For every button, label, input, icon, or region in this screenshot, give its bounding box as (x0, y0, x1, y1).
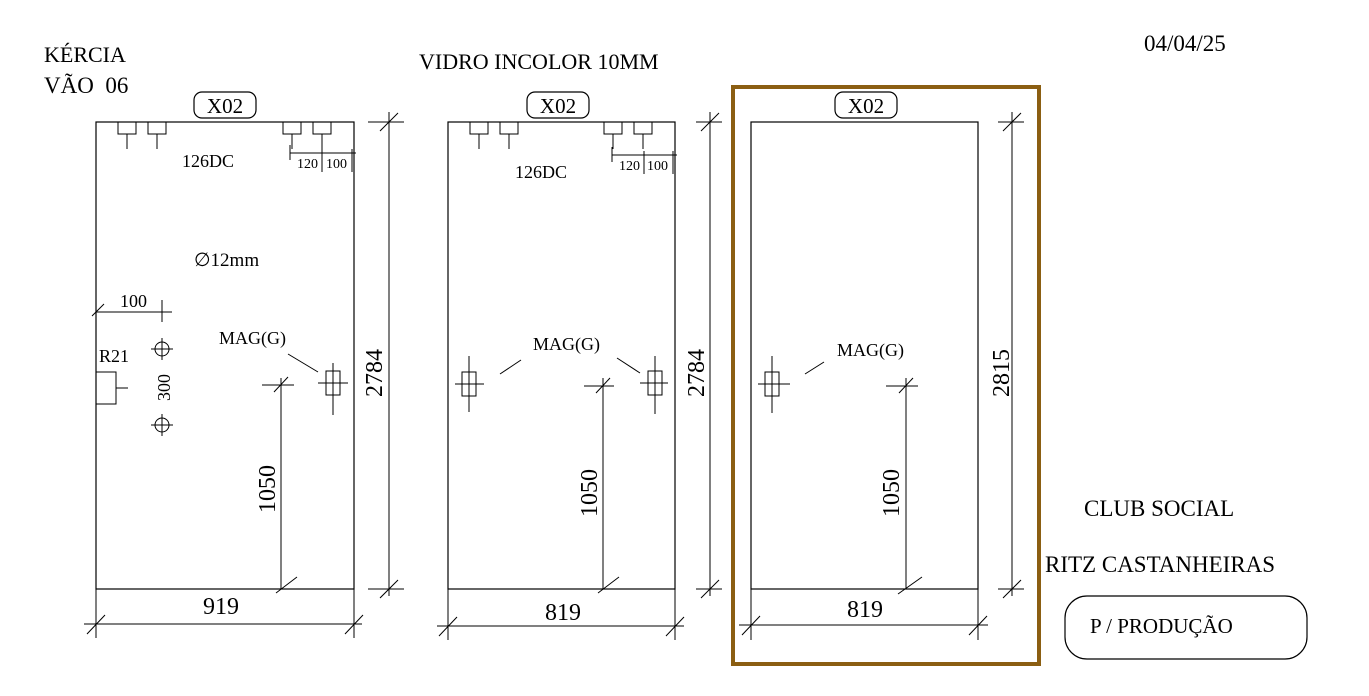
width-dimension (739, 589, 988, 640)
panel-width: 819 (847, 597, 883, 623)
lock-symbol-left (455, 356, 484, 412)
highlight-frame (731, 85, 1041, 666)
dim-b: 100 (647, 159, 668, 174)
height-dimension (368, 112, 404, 599)
hinge-cutouts (117, 122, 332, 149)
small-dimension-lines (611, 147, 677, 174)
stamp-box (1064, 595, 1308, 660)
glass-outline (95, 121, 355, 590)
handle-height: 1050 (577, 469, 603, 517)
opening-label: VÃO 06 (44, 73, 128, 98)
height-dimension (696, 112, 722, 599)
hole-diameter: ∅12mm (194, 250, 259, 271)
code-tag (526, 91, 590, 119)
handle-height-dimension (886, 377, 923, 595)
panel-height: 2784 (684, 349, 710, 397)
client-name: KÉRCIA (44, 42, 126, 67)
panel-code: X02 (540, 94, 576, 118)
width-dimension (437, 589, 685, 640)
date-label: 04/04/25 (1144, 31, 1226, 56)
hole-offset: 100 (120, 291, 147, 311)
panel-width: 919 (203, 594, 239, 620)
dim-a: 120 (619, 159, 640, 174)
radius-label: R21 (99, 346, 129, 366)
hinge-cutouts (469, 122, 653, 149)
panel-code: X02 (207, 94, 243, 118)
small-dimension-lines (289, 145, 356, 172)
panel-height: 2784 (362, 349, 388, 397)
hole-spacing: 300 (154, 374, 174, 401)
lock-leader-left (499, 359, 522, 375)
lock-symbol (318, 363, 348, 415)
lock-label: MAG(G) (219, 328, 286, 349)
lock-symbol-right (640, 356, 668, 414)
project-line-1: CLUB SOCIAL (1084, 496, 1234, 521)
panel-width: 819 (545, 600, 581, 626)
lock-label: MAG(G) (533, 334, 600, 355)
panel-2: X02 126DC 120 100 MAG(G) (437, 91, 722, 640)
handle-height: 1050 (255, 465, 281, 513)
handle-height-dimension (262, 376, 298, 594)
lock-leader (287, 353, 319, 373)
handle-height-dimension (584, 377, 620, 594)
glass-outline (750, 121, 979, 590)
material-label: VIDRO INCOLOR 10MM (419, 49, 659, 74)
panel-code: X02 (848, 94, 884, 118)
project-line-2: RITZ CASTANHEIRAS (1045, 552, 1275, 577)
height-dimension (998, 112, 1024, 599)
lock-leader-right (616, 357, 641, 374)
hole-offset-dimension (91, 300, 172, 322)
glass-outline (447, 121, 676, 590)
stamp-label: P / PRODUÇÃO (1090, 614, 1233, 638)
dim-b: 100 (326, 157, 347, 172)
lock-symbol (758, 356, 790, 413)
lock-label: MAG(G) (837, 340, 904, 361)
hardware-code: 126DC (182, 151, 234, 171)
notch-cutout (96, 371, 128, 405)
code-tag (834, 91, 898, 119)
hole-marks (151, 338, 173, 436)
panel-height: 2815 (989, 349, 1015, 397)
panel-3: X02 MAG(G) 1050 2815 (739, 91, 1024, 640)
panel-1: X02 126DC 120 100 ∅12mm 100 R21 (84, 91, 404, 638)
code-tag (193, 91, 257, 119)
hardware-code: 126DC (515, 162, 567, 182)
dim-a: 120 (297, 157, 318, 172)
width-dimension (84, 589, 364, 638)
handle-height: 1050 (879, 469, 905, 517)
lock-leader (804, 361, 825, 375)
